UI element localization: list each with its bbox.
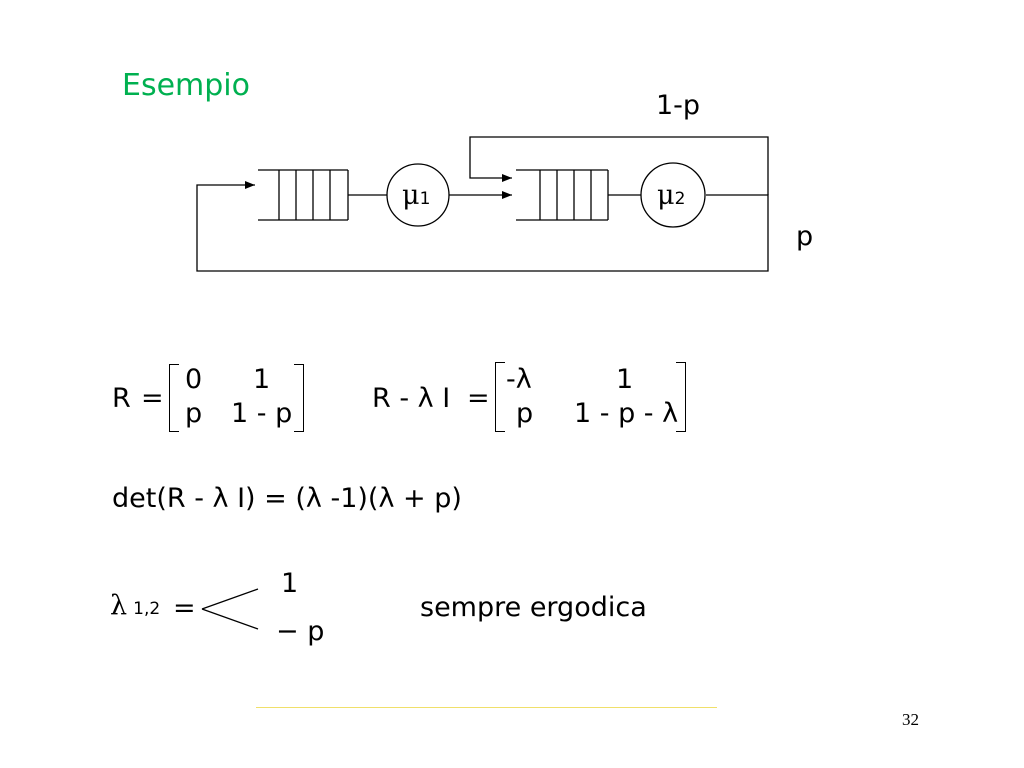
eigen-equals: = — [173, 593, 196, 624]
eigen-branch-bottom: − p — [276, 616, 325, 647]
lambda-symbol: λ — [110, 590, 128, 621]
mu-symbol: μ — [402, 180, 420, 211]
queue-1 — [258, 169, 349, 221]
arrow-head-link — [502, 191, 512, 199]
matrix-rli-cell: p — [516, 398, 534, 429]
eigen-branch-top: 1 — [281, 568, 299, 599]
return-loop-line — [196, 184, 769, 272]
matrix-rli-equals: = — [467, 383, 490, 414]
server-1-subscript: 1 — [419, 189, 431, 209]
matrix-rli-left-bracket — [495, 362, 505, 432]
matrix-r-left-bracket — [169, 364, 179, 432]
feedback-line — [469, 136, 769, 195]
matrix-rli-lhs: R - λ I — [372, 383, 451, 414]
server-2-circle — [640, 162, 706, 228]
arrow-head-feedback — [502, 174, 512, 182]
matrix-rli-cell: 1 - p - λ — [574, 398, 679, 429]
matrix-rli-cell: 1 — [616, 364, 634, 395]
server-1-label: μ1 — [402, 182, 430, 209]
matrix-rli-cell: -λ — [506, 364, 532, 395]
arrow-head-queue1 — [245, 181, 255, 189]
matrix-r-cell: 1 — [253, 364, 271, 395]
matrix-r-cell: 1 - p — [231, 398, 293, 429]
eigen-subscript: 1,2 — [133, 599, 161, 619]
slide-title: Esempio — [122, 68, 250, 103]
matrix-r-right-bracket — [294, 364, 304, 432]
queue-2 — [516, 169, 609, 221]
matrix-r-cell: 0 — [185, 364, 203, 395]
feedback-probability-label: 1-p — [656, 90, 701, 121]
matrix-r-equals: = — [141, 383, 164, 414]
matrix-r-cell: p — [185, 398, 203, 429]
eigen-branch-lines — [201, 588, 259, 630]
matrix-r-lhs: R — [112, 383, 131, 414]
mu-symbol: μ — [657, 180, 675, 211]
determinant-equation: det(R - λ I) = (λ -1)(λ + p) — [112, 483, 462, 514]
server-2-subscript: 2 — [674, 189, 686, 209]
footer-rule — [256, 707, 717, 708]
server-2-label: μ2 — [657, 182, 685, 209]
ergodic-note: sempre ergodica — [420, 592, 647, 623]
exit-probability-label: p — [796, 221, 814, 252]
matrix-rli-right-bracket — [676, 362, 686, 432]
page-number: 32 — [902, 710, 919, 729]
